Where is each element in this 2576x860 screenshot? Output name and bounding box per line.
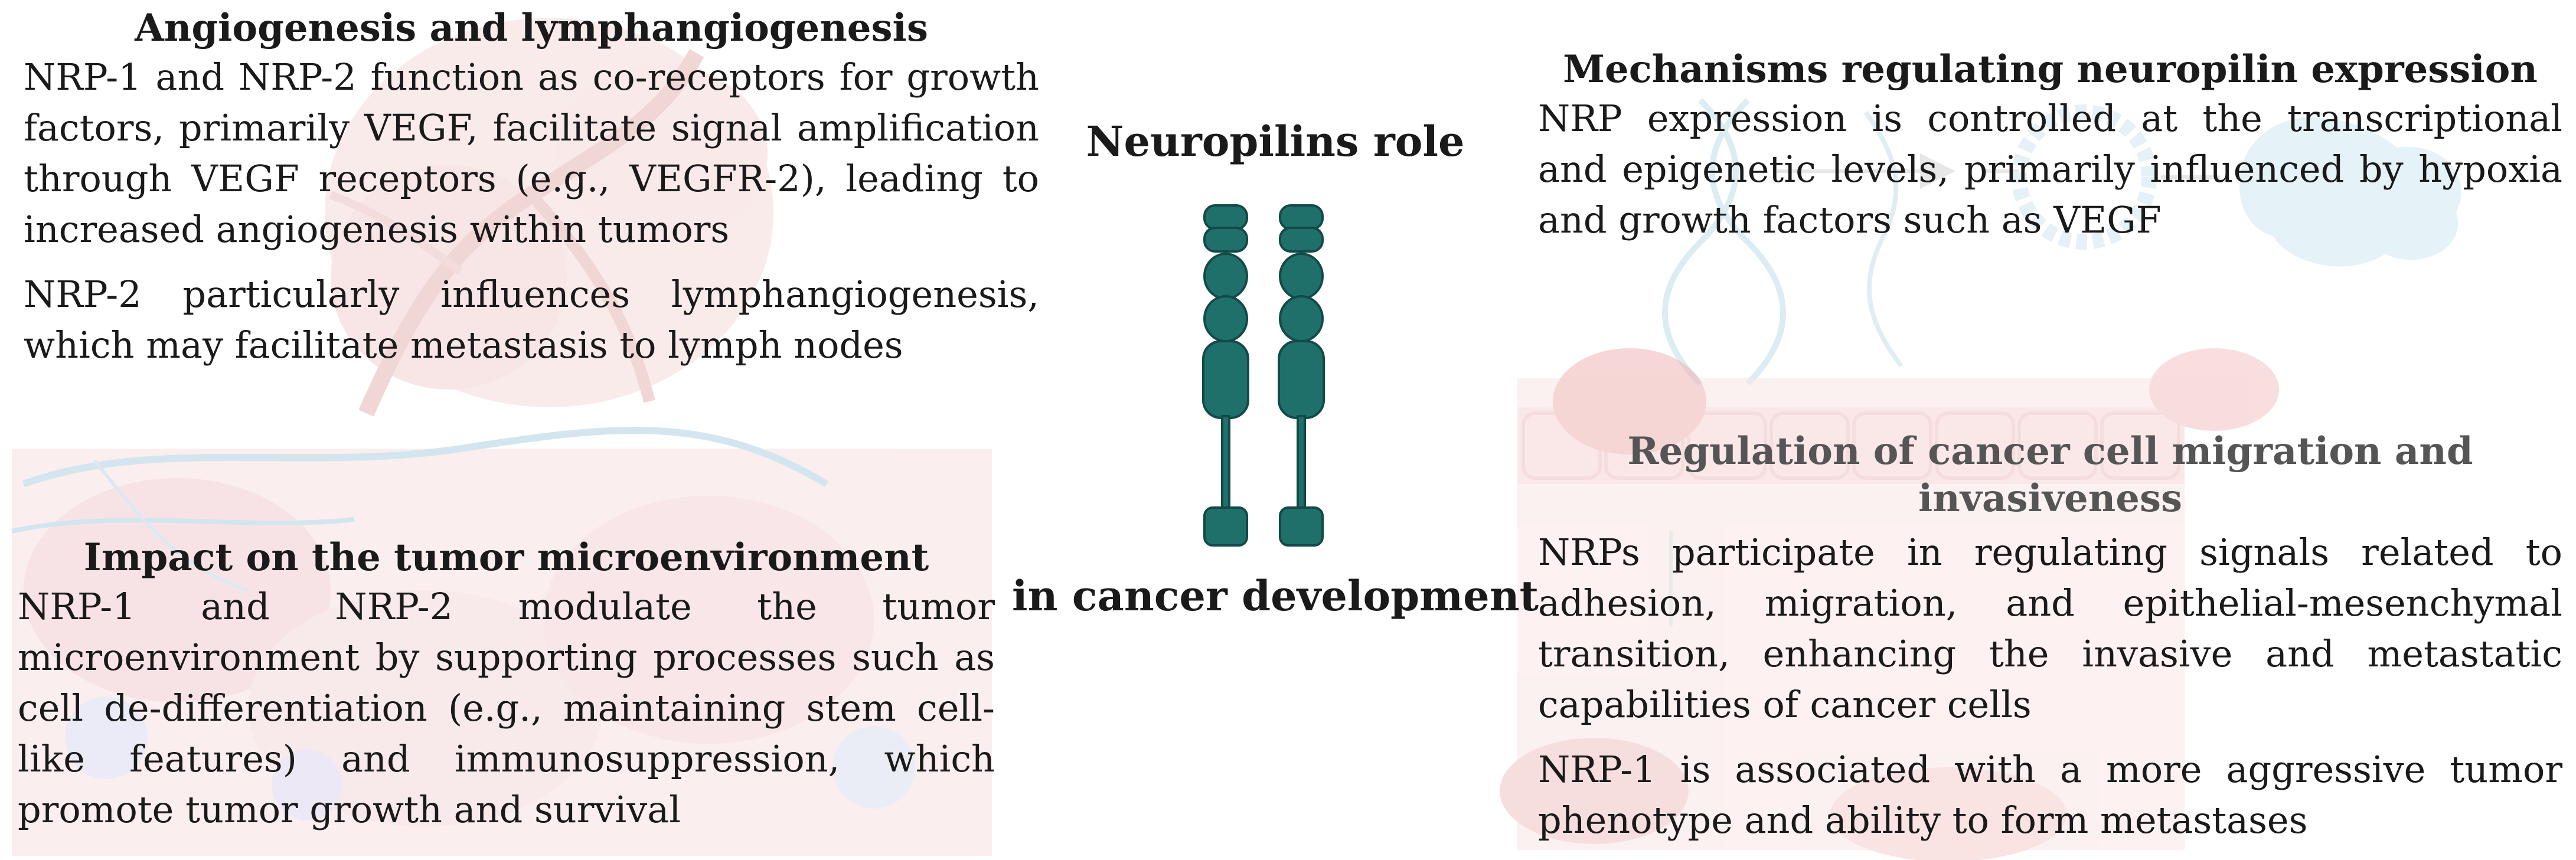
microenvironment-title: Impact on the tumor microenvironment	[83, 535, 929, 580]
tissue-vessel-illustration	[325, 18, 773, 417]
microenvironment-panel: Impact on the tumor microenvironment NRP…	[18, 534, 995, 835]
angiogenesis-paragraph-1: NRP-1 and NRP-2 function as co-receptors…	[24, 55, 1039, 251]
center-title-bottom: in cancer development	[1012, 571, 1539, 620]
migration-paragraph-1: NRPs participate in regulating signals r…	[1538, 531, 2562, 726]
expression-panel: Mechanisms regulating neuropilin express…	[1538, 46, 2562, 246]
dna-rna-protein-illustration	[1662, 98, 2461, 386]
neuropilin-receptor-icon	[1202, 204, 1325, 547]
expression-paragraph-1: NRP expression is controlled at the tran…	[1538, 97, 2562, 241]
angiogenesis-title: Angiogenesis and lymphangiogenesis	[135, 6, 928, 50]
center-title-top: Neuropilins role	[1086, 117, 1465, 166]
microenvironment-paragraph-1: NRP-1 and NRP-2 modulate the tumor micro…	[18, 585, 995, 831]
angiogenesis-paragraph-2: NRP-2 particularly influences lymphangio…	[24, 273, 1039, 367]
migration-paragraph-2: NRP-1 is associated with a more aggressi…	[1538, 748, 2562, 842]
epithelium-migration-illustration	[1500, 348, 2279, 860]
migration-title: Regulation of cancer cell migration and …	[1627, 429, 2473, 521]
expression-title: Mechanisms regulating neuropilin express…	[1563, 47, 2538, 91]
migration-panel: Regulation of cancer cell migration and …	[1538, 428, 2562, 846]
angiogenesis-panel: Angiogenesis and lymphangiogenesis NRP-1…	[24, 5, 1039, 371]
microenvironment-illustration	[11, 427, 992, 856]
